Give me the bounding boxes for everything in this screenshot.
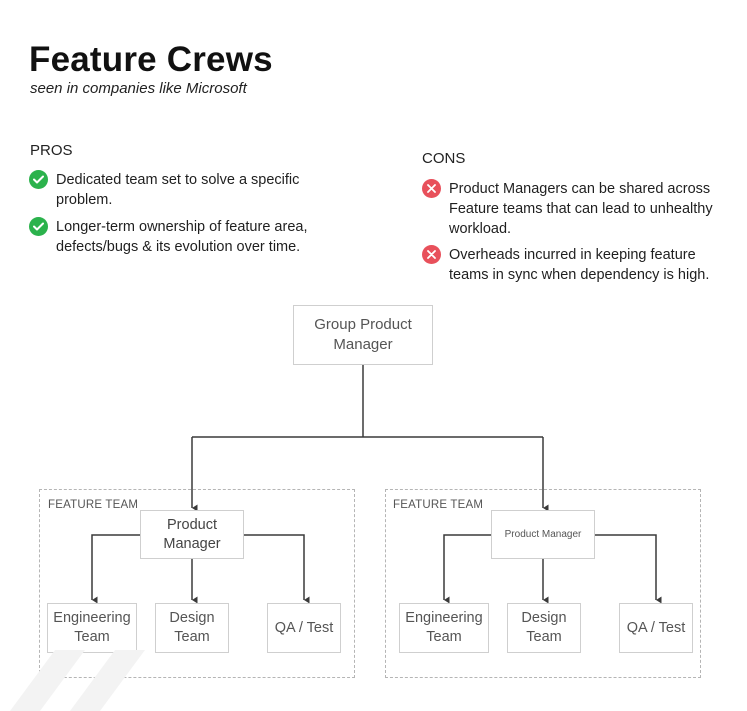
engineering-team-node: Engineering Team [399,603,489,653]
cons-item-text: Feature teams that can lead to unhealthy [449,201,713,217]
node-label: Engineering [53,610,131,626]
group-product-manager-node: Group Product Manager [293,305,433,365]
design-team-node: Design Team [155,603,229,653]
check-icon [29,170,48,189]
design-team-node: Design Team [507,603,581,653]
node-label: Team [526,629,562,645]
node-label: Manager [333,336,393,353]
node-label: Product Manager [504,528,582,540]
x-icon [422,245,441,264]
check-icon [29,217,48,236]
cons-item-text: Overheads incurred in keeping feature [449,247,696,263]
connector-line [91,534,140,604]
cons-item-text: Product Managers can be shared across [449,181,711,197]
pros-item-text: Dedicated team set to solve a specific [56,172,300,188]
pros-item-text: Longer-term ownership of feature area, [56,219,308,235]
feature-team-label: FEATURE TEAM [48,499,139,511]
connector-line [443,534,491,604]
product-manager-node: Product Manager [491,510,595,559]
node-label: QA / Test [274,619,334,636]
node-label: Design [521,610,567,626]
node-label: Team [426,629,462,645]
x-icon [422,179,441,198]
qa-test-node: QA / Test [267,603,341,653]
pros-item: Dedicated team set to solve a specific p… [29,170,349,210]
watermark-logo [10,650,145,711]
feature-team-label: FEATURE TEAM [393,499,484,511]
qa-test-node: QA / Test [619,603,693,653]
page-subtitle: seen in companies like Microsoft [30,80,247,97]
pros-heading: PROS [30,142,73,159]
page-title: Feature Crews [29,40,273,79]
connector-line [595,534,662,604]
feature-team-container [39,489,355,678]
node-label: Engineering [405,610,483,626]
node-label: Group Product [314,316,412,333]
product-manager-node: Product Manager [140,510,244,559]
cons-item-text: teams in sync when dependency is high. [449,267,710,283]
cons-item: Product Managers can be shared across Fe… [422,179,742,239]
pros-item: Longer-term ownership of feature area, d… [29,217,349,257]
node-label: QA / Test [626,619,686,636]
pros-item-text: problem. [56,192,113,208]
node-label: Product [167,516,217,533]
cons-heading: CONS [422,150,466,167]
node-label: Team [74,629,110,645]
node-label: Team [174,629,210,645]
pros-item-text: defects/bugs & its evolution over time. [56,239,301,255]
node-label: Manager [163,535,221,552]
node-label: Design [169,610,215,626]
engineering-team-node: Engineering Team [47,603,137,653]
cons-item: Overheads incurred in keeping feature te… [422,245,742,285]
cons-item-text: workload. [449,221,512,237]
connector-line [244,534,310,604]
